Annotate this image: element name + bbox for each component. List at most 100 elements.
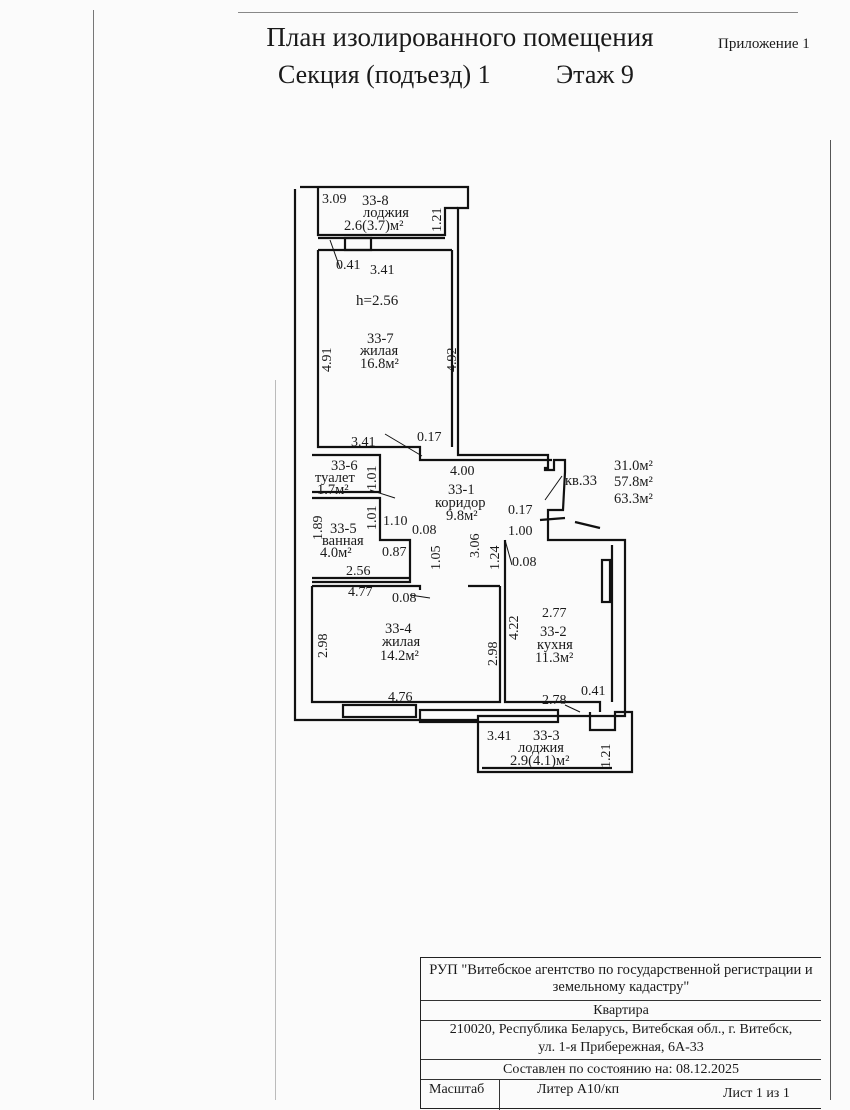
stamp-address-row: 210020, Республика Беларусь, Витебская о…	[421, 1020, 821, 1059]
dim-d12: 1.89	[311, 516, 326, 541]
section-label: Секция (подъезд) 1	[278, 60, 491, 89]
kitchen-vent	[600, 558, 612, 604]
bath-wall	[312, 496, 412, 584]
dim-d11: 1.01	[365, 506, 380, 531]
dim-d6: 4.92	[445, 348, 460, 373]
scan-line-right	[830, 140, 831, 1100]
dim-d10: 1.01	[365, 466, 380, 491]
room-334-wall	[312, 584, 422, 590]
room-335-area: 4.0м²	[320, 545, 352, 561]
dim-d33: 1.21	[599, 744, 614, 769]
leader-2	[329, 239, 341, 269]
leader-4	[504, 539, 513, 566]
dim-d8: 0.17	[417, 430, 442, 445]
room-336-area: 1.7м²	[317, 482, 349, 498]
dim-d26: 2.98	[486, 642, 501, 667]
door-stub-2	[574, 520, 601, 530]
loggia-bottom	[476, 710, 634, 774]
dim-d3: 0.41	[336, 258, 361, 273]
stamp-compiled: Составлен по состоянию на: 08.12.2025	[503, 1062, 739, 1077]
loggia-top	[316, 187, 458, 237]
room-335-id: 33-5	[330, 521, 357, 537]
scan-line-left	[93, 10, 94, 1100]
scan-line-top	[238, 12, 798, 13]
stamp-object-row: Квартира	[421, 1000, 821, 1021]
room-336-id: 33-6	[331, 458, 358, 474]
stamp-divider-1	[499, 1080, 500, 1110]
room-338-name: лоджия	[363, 205, 409, 221]
dim-d17: 3.06	[468, 534, 483, 559]
dim-d7: 3.41	[351, 435, 376, 450]
room-334-id: 33-4	[385, 621, 412, 637]
room-337-area: 16.8м²	[360, 356, 400, 372]
room-332-id: 33-2	[540, 624, 567, 640]
room-334-area: 14.2м²	[380, 648, 420, 664]
dim-d9: 4.00	[450, 464, 475, 479]
stamp-object: Квартира	[593, 1003, 649, 1018]
leader-1	[384, 433, 423, 457]
stamp-bottom-row: Масштаб Литер А10/кп Лист 1 из 1	[421, 1079, 821, 1110]
leader-lines	[329, 239, 581, 713]
stamp-scale-label: Масштаб	[429, 1082, 485, 1097]
toilet-wall	[312, 453, 382, 494]
dim-d18: 2.56	[346, 564, 371, 579]
dim-d16: 1.05	[429, 546, 444, 571]
dim-d13: 1.10	[383, 514, 408, 529]
dim-d2: 1.21	[430, 208, 445, 233]
dim-d31: 0.41	[581, 684, 606, 699]
room-labels: 33-8 лоджия 2.6(3.7)м² h=2.56 33-7 жилая…	[315, 193, 654, 769]
dim-d20: 1.00	[508, 524, 533, 539]
stamp-compiled-row: Составлен по состоянию на: 08.12.2025	[421, 1059, 821, 1080]
room-333-name: лоджия	[518, 740, 564, 756]
apartment-total-with-loggias: 63.3м²	[614, 491, 654, 507]
room-338-area: 2.6(3.7)м²	[344, 218, 404, 234]
apartment-total-area: 57.8м²	[614, 474, 654, 490]
room-333-area: 2.9(4.1)м²	[510, 753, 570, 769]
dim-d4: 3.41	[370, 263, 395, 278]
dim-d21: 1.24	[488, 546, 503, 571]
scan-line-left-2	[275, 380, 276, 1100]
leader-7	[369, 489, 396, 499]
room-337-name: жилая	[359, 343, 398, 359]
dim-d27: 4.22	[507, 616, 522, 641]
leader-5	[544, 475, 563, 501]
dim-d29: 4.76	[388, 690, 413, 705]
outer-wall	[293, 185, 627, 722]
room-334-outer	[310, 586, 502, 704]
dim-d1: 3.09	[322, 192, 347, 207]
room-334-name: жилая	[381, 634, 420, 650]
dimension-labels: 3.09 1.21 0.41 3.41 4.91 4.92 3.41 0.17 …	[311, 192, 614, 768]
document-title: План изолированного помещения	[266, 22, 654, 52]
leader-3	[409, 594, 431, 599]
wall-outlines	[293, 185, 634, 774]
room-338-id: 33-8	[362, 193, 389, 209]
stamp-org: РУП "Витебское агентство по государствен…	[429, 962, 813, 995]
title-block: РУП "Витебское агентство по государствен…	[420, 957, 821, 1110]
window-bottom-1	[341, 703, 418, 719]
apartment-label: кв.33	[565, 473, 597, 489]
room-336-name: туалет	[315, 470, 355, 486]
appendix-label: Приложение 1	[718, 36, 810, 52]
room-332-area: 11.3м²	[535, 650, 574, 666]
stamp-sheet: Лист 1 из 1	[723, 1086, 790, 1101]
dim-d19: 0.17	[508, 503, 533, 518]
dim-d28: 2.77	[542, 606, 567, 621]
dim-d14: 0.08	[412, 523, 437, 538]
room-337-id: 33-7	[367, 331, 394, 347]
ceiling-height: h=2.56	[356, 293, 399, 309]
kitchen-wall	[503, 540, 602, 712]
dim-d5: 4.91	[320, 348, 335, 373]
room-333-id: 33-3	[533, 728, 560, 744]
dim-d23: 4.77	[348, 585, 373, 600]
room-335-name: ванная	[322, 533, 364, 549]
room-331-id: 33-1	[448, 482, 475, 498]
loggia-top-door	[343, 236, 373, 252]
floor-label: Этаж 9	[556, 60, 634, 89]
window-bottom-2	[418, 708, 560, 724]
stamp-address-line1: 210020, Республика Беларусь, Витебская о…	[449, 1022, 793, 1037]
leader-6	[564, 704, 581, 713]
dim-d15: 0.87	[382, 545, 407, 560]
room-332-name: кухня	[537, 637, 573, 653]
apartment-living-area: 31.0м²	[614, 458, 654, 474]
